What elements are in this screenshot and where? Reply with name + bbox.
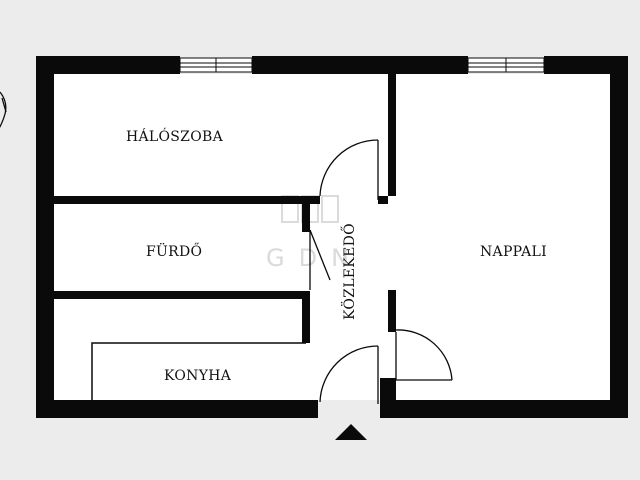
wall-left [36,56,54,418]
watermark-text: GDN [266,244,363,272]
floor-area [54,74,610,400]
entrance-arrow-icon [335,424,367,440]
north-arrow-icon [0,91,7,128]
wall-kitchen-hall [302,291,310,343]
wall-bathroom-hall-stub [302,204,310,232]
wall-hall-living-lower [388,290,396,332]
watermark-logo: GDN [266,195,363,272]
window-icon [179,57,253,73]
wall-bedroom-bathroom [54,196,320,204]
wall-top-right [544,56,628,74]
room-label-living-room: NAPPALI [480,244,547,260]
outer-walls [36,56,628,418]
wall-hall-living-bottom [380,378,396,400]
wall-bedroom-door-jamb [378,196,388,204]
wall-top-left [36,56,180,74]
window-icon [467,57,545,73]
wall-right [610,56,628,418]
room-label-bathroom: FÜRDŐ [146,242,202,260]
door-swing-icon [319,139,379,200]
kitchen-counter [91,342,306,400]
interior-walls [54,74,396,400]
wall-bottom-left [36,400,318,418]
wall-bottom-right [380,400,628,418]
door-swing-icon [309,229,331,290]
room-label-bedroom: HÁLÓSZOBA [126,127,224,145]
wall-bathroom-kitchen [54,291,310,299]
room-label-hallway: KÖZLEKEDŐ [340,223,358,320]
door-swing-icon [319,345,379,404]
room-label-kitchen: KONYHA [164,368,232,384]
door-swing-icon [395,329,453,381]
wall-top-middle [252,56,468,74]
wall-hall-living-upper [388,74,396,196]
